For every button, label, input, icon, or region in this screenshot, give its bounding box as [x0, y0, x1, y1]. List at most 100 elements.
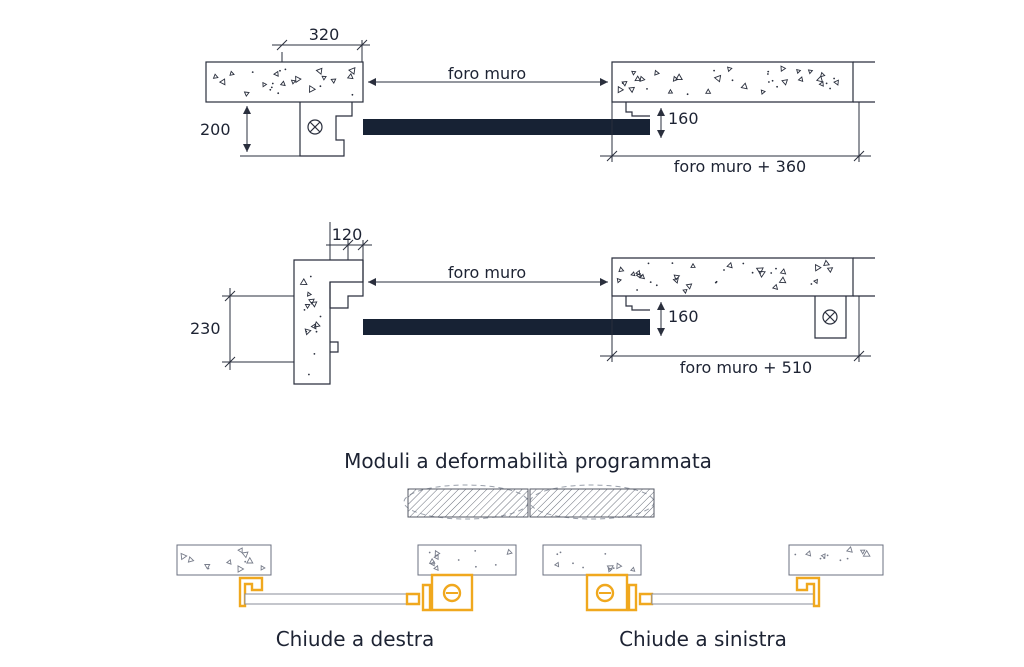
module-left — [407, 488, 529, 518]
concrete-speck — [631, 70, 637, 76]
concrete-speck — [433, 554, 439, 561]
concrete-speck — [797, 76, 804, 82]
concrete-speck — [780, 65, 787, 73]
concrete-dot — [839, 559, 842, 562]
concrete-dot — [207, 567, 210, 570]
concrete-speck — [304, 304, 311, 310]
modules-title: Moduli a deformabilità programmata — [344, 449, 712, 473]
concrete-speck — [771, 283, 779, 290]
concrete-speck — [713, 74, 722, 83]
concrete-speck — [237, 565, 245, 573]
concrete-speck — [796, 68, 802, 75]
left-wall-section — [205, 61, 364, 103]
concrete-dot — [457, 559, 460, 561]
concrete-dot — [767, 73, 769, 75]
concrete-dot — [572, 562, 574, 565]
door-leaf — [363, 319, 650, 335]
dim-jamb-width: 120 — [332, 225, 363, 244]
right-wall-section — [611, 61, 854, 103]
jamb-profile — [329, 260, 364, 309]
concrete-speck — [667, 88, 674, 94]
concrete-speck — [243, 91, 250, 97]
concrete-dot — [723, 269, 725, 271]
door-leaf-bar — [244, 593, 408, 605]
concrete-dot — [713, 69, 715, 72]
concrete-speck — [260, 564, 266, 571]
concrete-speck — [330, 78, 337, 84]
left-wall-section-vertical — [293, 259, 364, 385]
concrete-dot — [767, 70, 770, 73]
concrete-speck — [187, 556, 195, 563]
concrete-speck — [553, 561, 560, 568]
concrete-speck — [225, 558, 232, 565]
concrete-speck — [778, 276, 787, 284]
concrete-speck — [682, 289, 688, 295]
closes-right-diagram: Chiude a destra — [176, 544, 517, 651]
concrete-speck — [295, 75, 302, 84]
concrete-dot — [714, 281, 717, 284]
concrete-dot — [640, 274, 643, 277]
concrete-dot — [313, 353, 316, 355]
concrete-speck — [639, 75, 646, 82]
concrete-speck — [299, 278, 308, 285]
concrete-speck — [781, 79, 789, 86]
concrete-dot — [776, 85, 778, 88]
concrete-dot — [315, 330, 318, 333]
concrete-speck — [705, 88, 712, 94]
concrete-dot — [829, 87, 831, 90]
concrete-speck — [310, 322, 317, 330]
stop-profile — [625, 102, 650, 117]
concrete-dot — [819, 557, 822, 560]
concrete-dot — [646, 88, 648, 90]
dim-jamb-width: 320 — [309, 25, 340, 44]
wall-texture — [212, 66, 356, 97]
concrete-dot — [271, 82, 274, 85]
concrete-speck — [862, 549, 871, 557]
concrete-speck — [672, 277, 679, 284]
concrete-speck — [241, 551, 249, 559]
concrete-speck — [823, 259, 831, 267]
concrete-dot — [319, 85, 322, 88]
concrete-speck — [726, 261, 733, 269]
concrete-speck — [429, 560, 435, 567]
concrete-dot — [475, 565, 477, 568]
concrete-dot — [556, 553, 559, 556]
leaf-end-profile — [638, 592, 654, 606]
concrete-speck — [833, 79, 839, 86]
concrete-dot — [771, 79, 774, 82]
dim-total: foro muro + 510 — [680, 358, 812, 377]
concrete-speck — [308, 298, 315, 305]
concrete-dot — [825, 82, 828, 85]
concrete-dot — [351, 93, 354, 96]
concrete-dot — [751, 271, 754, 274]
concrete-speck — [212, 73, 219, 79]
concrete-dot — [277, 92, 280, 95]
concrete-speck — [237, 547, 243, 554]
concrete-speck — [685, 283, 693, 290]
concrete-speck — [672, 75, 679, 82]
concrete-dot — [309, 275, 312, 278]
concrete-dot — [742, 262, 745, 265]
concrete-speck — [346, 72, 354, 80]
concrete-dot — [428, 551, 431, 554]
concrete-dot — [823, 557, 826, 559]
wall-block-left — [542, 544, 642, 576]
concrete-speck — [779, 268, 787, 275]
concrete-dot — [612, 567, 615, 569]
concrete-dot — [794, 553, 797, 556]
dim-leaf-offset: 160 — [668, 109, 699, 128]
concrete-speck — [826, 267, 834, 274]
concrete-dot — [305, 330, 308, 333]
concrete-dot — [636, 289, 638, 291]
concrete-speck — [433, 564, 439, 572]
concrete-speck — [428, 557, 436, 564]
concrete-speck — [815, 75, 824, 83]
concrete-dot — [671, 262, 674, 264]
roller-symbol-icon — [822, 309, 838, 325]
diagram-1: 320 200 foro muro 160 foro muro + 360 — [200, 25, 875, 176]
concrete-dot — [604, 553, 607, 555]
concrete-dot — [846, 557, 849, 560]
concrete-speck — [617, 85, 625, 94]
roller-box — [814, 296, 847, 339]
concrete-speck — [859, 549, 866, 555]
